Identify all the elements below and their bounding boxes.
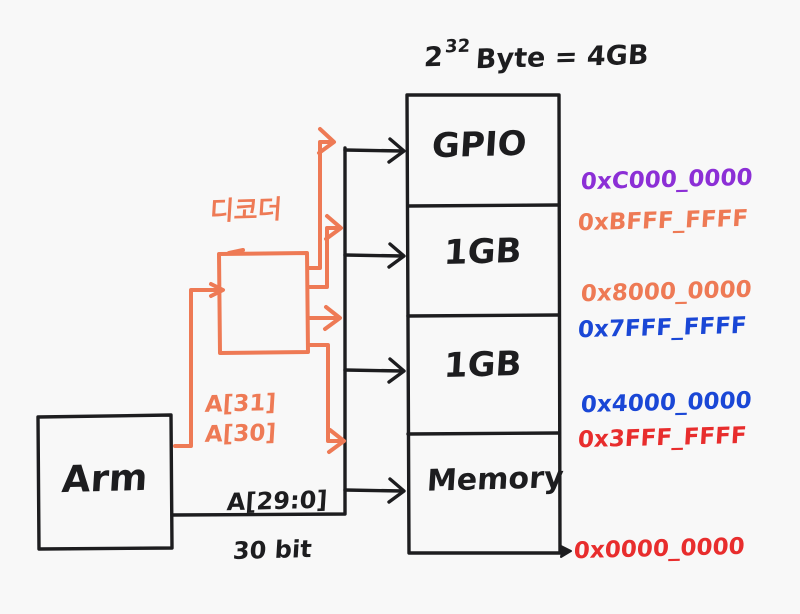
decoder-input-label-a31: A[31] xyxy=(204,390,277,418)
address-label-0: 0xC000_0000 xyxy=(580,164,754,196)
bus-branch-gpio xyxy=(343,148,405,153)
capacity-base: 2 xyxy=(423,41,444,74)
bus-branch-region3 xyxy=(343,368,405,373)
arm-label: Arm xyxy=(60,455,149,502)
decoder-select-arrowhead-4 xyxy=(327,428,346,454)
bus-branch-region2 xyxy=(343,253,405,258)
memory-map-divider-3 xyxy=(406,431,561,436)
bus-width-label: 30 bit xyxy=(232,534,313,566)
address-label-2: 0x8000_0000 xyxy=(580,276,753,308)
address-label-5: 0x3FFF_FFFF xyxy=(577,422,748,454)
decoder-input-wire xyxy=(173,288,223,448)
bus-label: A[29:0] xyxy=(226,485,329,517)
arm-box xyxy=(36,413,174,551)
arrowhead-region3 xyxy=(387,357,406,384)
memory-region-label-0: GPIO xyxy=(430,123,528,167)
memory-map-divider-1 xyxy=(406,203,561,208)
decoder-select-line-4 xyxy=(306,343,344,443)
capacity-rest: Byte = 4GB xyxy=(474,39,650,76)
memory-map-outer-box xyxy=(405,93,562,555)
bus-branch-memory xyxy=(343,488,405,493)
arrowhead-memory xyxy=(387,477,406,504)
memory-region-label-2: 1GB xyxy=(442,343,523,387)
address-bus-line xyxy=(170,146,347,517)
address-label-6: 0x0000_0000 xyxy=(573,533,746,565)
address-label-1: 0xBFFF_FFFF xyxy=(577,205,749,237)
decoder-select-arrowhead-3 xyxy=(323,305,342,331)
decoder-input-arrowhead xyxy=(209,282,225,298)
arrowhead-region2 xyxy=(387,242,406,269)
decoder-input-label-a30: A[30] xyxy=(204,420,277,448)
memory-map-divider-2 xyxy=(406,313,561,318)
decoder-box xyxy=(217,251,310,355)
memory-region-label-3: Memory xyxy=(425,460,565,499)
baseline-marker-arrow xyxy=(560,545,572,558)
arrowhead-gpio xyxy=(387,137,406,164)
address-label-4: 0x4000_0000 xyxy=(580,387,753,419)
decoder-select-line-2 xyxy=(306,226,342,289)
decoder-select-arrowhead-2 xyxy=(324,214,343,241)
decoder-input-tick xyxy=(227,248,245,255)
memory-region-label-1: 1GB xyxy=(442,230,523,274)
capacity-exponent: 32 xyxy=(444,35,471,58)
decoder-select-arrowhead-1 xyxy=(317,127,336,155)
decoder-select-line-1 xyxy=(306,140,335,270)
address-label-3: 0x7FFF_FFFF xyxy=(577,312,748,344)
decoder-label: 디코더 xyxy=(209,195,283,227)
